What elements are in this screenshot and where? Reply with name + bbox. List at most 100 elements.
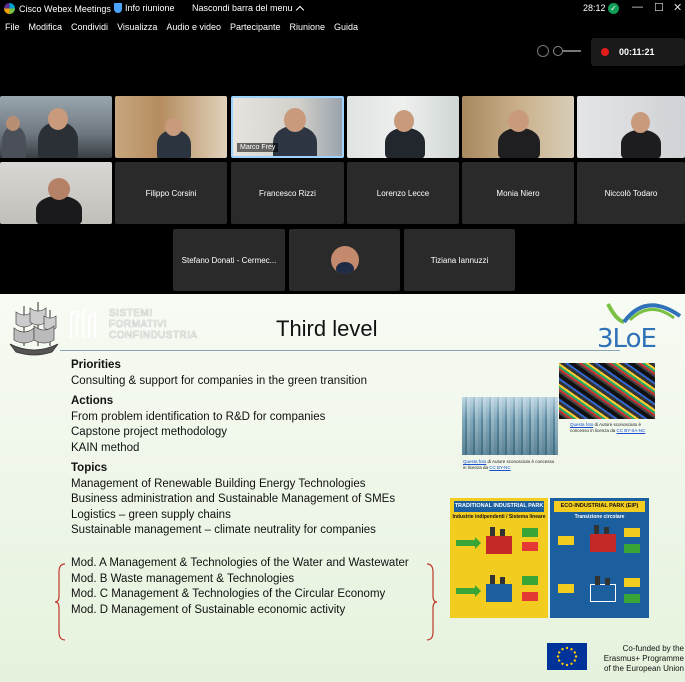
hide-menu-bar-button[interactable]: Nascondi barra del menu xyxy=(192,3,304,14)
maximize-button[interactable]: ☐ xyxy=(654,2,664,14)
participant-name: Niccolò Todaro xyxy=(604,188,658,198)
participant-head xyxy=(284,108,306,132)
participant-tile[interactable]: Francesco Rizzi xyxy=(231,162,344,224)
input-arrow-icon xyxy=(456,537,481,549)
output-box-icon xyxy=(624,544,640,553)
module-item: Mod. D Management of Sustainable economi… xyxy=(71,603,346,616)
participant-tile[interactable]: Monia Niero xyxy=(462,162,574,224)
hide-menu-bar-label: Nascondi barra del menu xyxy=(192,3,293,13)
shield-icon xyxy=(114,3,122,13)
modules-list: Mod. A Management & Technologies of the … xyxy=(71,556,409,618)
eu-funding-line: Co-funded by the xyxy=(622,644,684,653)
left-brace-icon xyxy=(55,563,66,641)
eco-park-header: ECO-INDUSTRIAL PARK (EIP) xyxy=(554,501,645,512)
waste-box-icon xyxy=(522,542,538,551)
participant-name: Tiziana Iannuzzi xyxy=(430,255,489,265)
video-tile[interactable] xyxy=(462,96,574,158)
recording-time: 00:11:21 xyxy=(619,47,655,57)
participant-tile[interactable]: Filippo Corsini xyxy=(115,162,227,224)
zoom-knob[interactable] xyxy=(553,46,563,56)
menu-meeting[interactable]: Riunione xyxy=(289,22,326,32)
output-box-icon xyxy=(522,576,538,585)
traditional-park-subtitle: Industrie indipendenti / Sistema lineare xyxy=(452,514,546,520)
3loe-logo-icon xyxy=(606,303,682,324)
right-brace-icon xyxy=(426,563,437,641)
3loe-logo-text: 3LoE xyxy=(597,324,657,354)
participant-name: Stefano Donati - Cermec... xyxy=(181,255,277,265)
connection-check-icon: ✓ xyxy=(608,3,619,14)
video-tile[interactable] xyxy=(577,96,685,158)
topic-item: Sustainable management – climate neutral… xyxy=(71,524,376,536)
traditional-park-header: TRADITIONAL INDUSTRIAL PARK xyxy=(454,501,544,512)
meeting-info-label: Info riunione xyxy=(125,3,175,13)
slide-title: Third level xyxy=(276,316,378,341)
participant-tile[interactable]: Lorenzo Lecce xyxy=(347,162,459,224)
video-tile[interactable] xyxy=(347,96,459,158)
webex-logo-icon xyxy=(4,3,15,14)
zoom-slider[interactable] xyxy=(537,45,581,57)
actions-heading: Actions xyxy=(71,395,114,407)
action-item: Capstone project methodology xyxy=(71,426,227,438)
video-tile[interactable] xyxy=(115,96,227,158)
close-button[interactable]: ✕ xyxy=(673,2,683,14)
video-tile-active-speaker[interactable]: Marco Frey xyxy=(231,96,344,158)
participant-tile[interactable] xyxy=(289,229,400,291)
ship-logo-icon xyxy=(9,302,59,356)
topic-item: Business administration and Sustainable … xyxy=(71,493,396,505)
menu-file[interactable]: File xyxy=(5,22,20,32)
participant-silhouette xyxy=(2,126,26,158)
menu-view[interactable]: Visualizza xyxy=(117,22,158,32)
caption-text: di Autore sconosciuto è concesso in lice… xyxy=(570,422,642,433)
resource-box-icon xyxy=(558,536,574,545)
resource-box-icon xyxy=(624,578,640,587)
recording-dot-icon xyxy=(601,48,609,56)
menu-audio-video[interactable]: Audio e video xyxy=(166,22,221,32)
eu-flag-icon xyxy=(547,643,587,670)
menu-participant[interactable]: Partecipante xyxy=(229,22,281,32)
participant-head xyxy=(48,108,68,130)
license-link[interactable]: CC BY-SA-NC xyxy=(616,427,646,433)
shared-slide: SISTEMI FORMATIVI CONFINDUSTRIA Third le… xyxy=(0,294,685,682)
participant-name: Lorenzo Lecce xyxy=(376,188,430,198)
meeting-info-button[interactable]: Info riunione xyxy=(114,3,175,13)
zoom-track[interactable] xyxy=(553,46,581,56)
menu-edit[interactable]: Modifica xyxy=(28,22,63,32)
participant-silhouette xyxy=(621,130,661,158)
participant-name: Francesco Rizzi xyxy=(259,188,316,198)
priority-item: Consulting & support for companies in th… xyxy=(71,374,367,387)
participant-silhouette xyxy=(385,128,425,158)
recording-indicator[interactable]: 00:11:21 xyxy=(591,38,685,66)
org-line: SISTEMI xyxy=(109,308,153,319)
participant-tile[interactable]: Stefano Donati - Cermec... xyxy=(173,229,285,291)
video-tile[interactable] xyxy=(0,96,112,158)
menu-share[interactable]: Condividi xyxy=(71,22,109,32)
participant-head xyxy=(394,110,414,132)
participant-tile[interactable]: Niccolò Todaro xyxy=(577,162,685,224)
module-item: Mod. A Management & Technologies of the … xyxy=(71,557,409,569)
license-link[interactable]: CC BY-NC xyxy=(489,464,511,470)
topic-item: Management of Renewable Building Energy … xyxy=(71,477,366,490)
eu-funding-line: of the European Union xyxy=(603,664,684,673)
clock-readout: 28:12 xyxy=(583,3,606,13)
eco-park-subtitle: Transizione circolare xyxy=(574,514,625,520)
minimize-button[interactable]: — xyxy=(632,1,643,13)
eco-park-panel: ECO-INDUSTRIAL PARK (EIP) Transizione ci… xyxy=(550,498,649,618)
input-arrow-icon xyxy=(456,585,481,597)
video-tile[interactable] xyxy=(0,162,112,224)
factory-icon xyxy=(590,576,616,602)
participant-tile[interactable]: Tiziana Iannuzzi xyxy=(404,229,515,291)
participant-avatar xyxy=(330,246,359,274)
org-line: FORMATIVI xyxy=(109,319,168,330)
output-box-icon xyxy=(624,594,640,603)
menu-bar: File Modifica Condividi Visualizza Audio… xyxy=(0,18,685,36)
factory-icon xyxy=(486,575,512,602)
participant-head xyxy=(6,116,20,131)
photo-link[interactable]: Questa foto xyxy=(463,459,487,464)
photo-link[interactable]: Questa foto xyxy=(570,422,594,427)
zoom-icon xyxy=(537,45,549,57)
participant-silhouette xyxy=(498,128,540,158)
participant-silhouette xyxy=(36,196,82,224)
module-item: Mod. C Management & Technologies of the … xyxy=(71,588,386,600)
organization-name: SISTEMI FORMATIVI CONFINDUSTRIA xyxy=(109,308,198,341)
menu-help[interactable]: Guida xyxy=(334,22,359,32)
